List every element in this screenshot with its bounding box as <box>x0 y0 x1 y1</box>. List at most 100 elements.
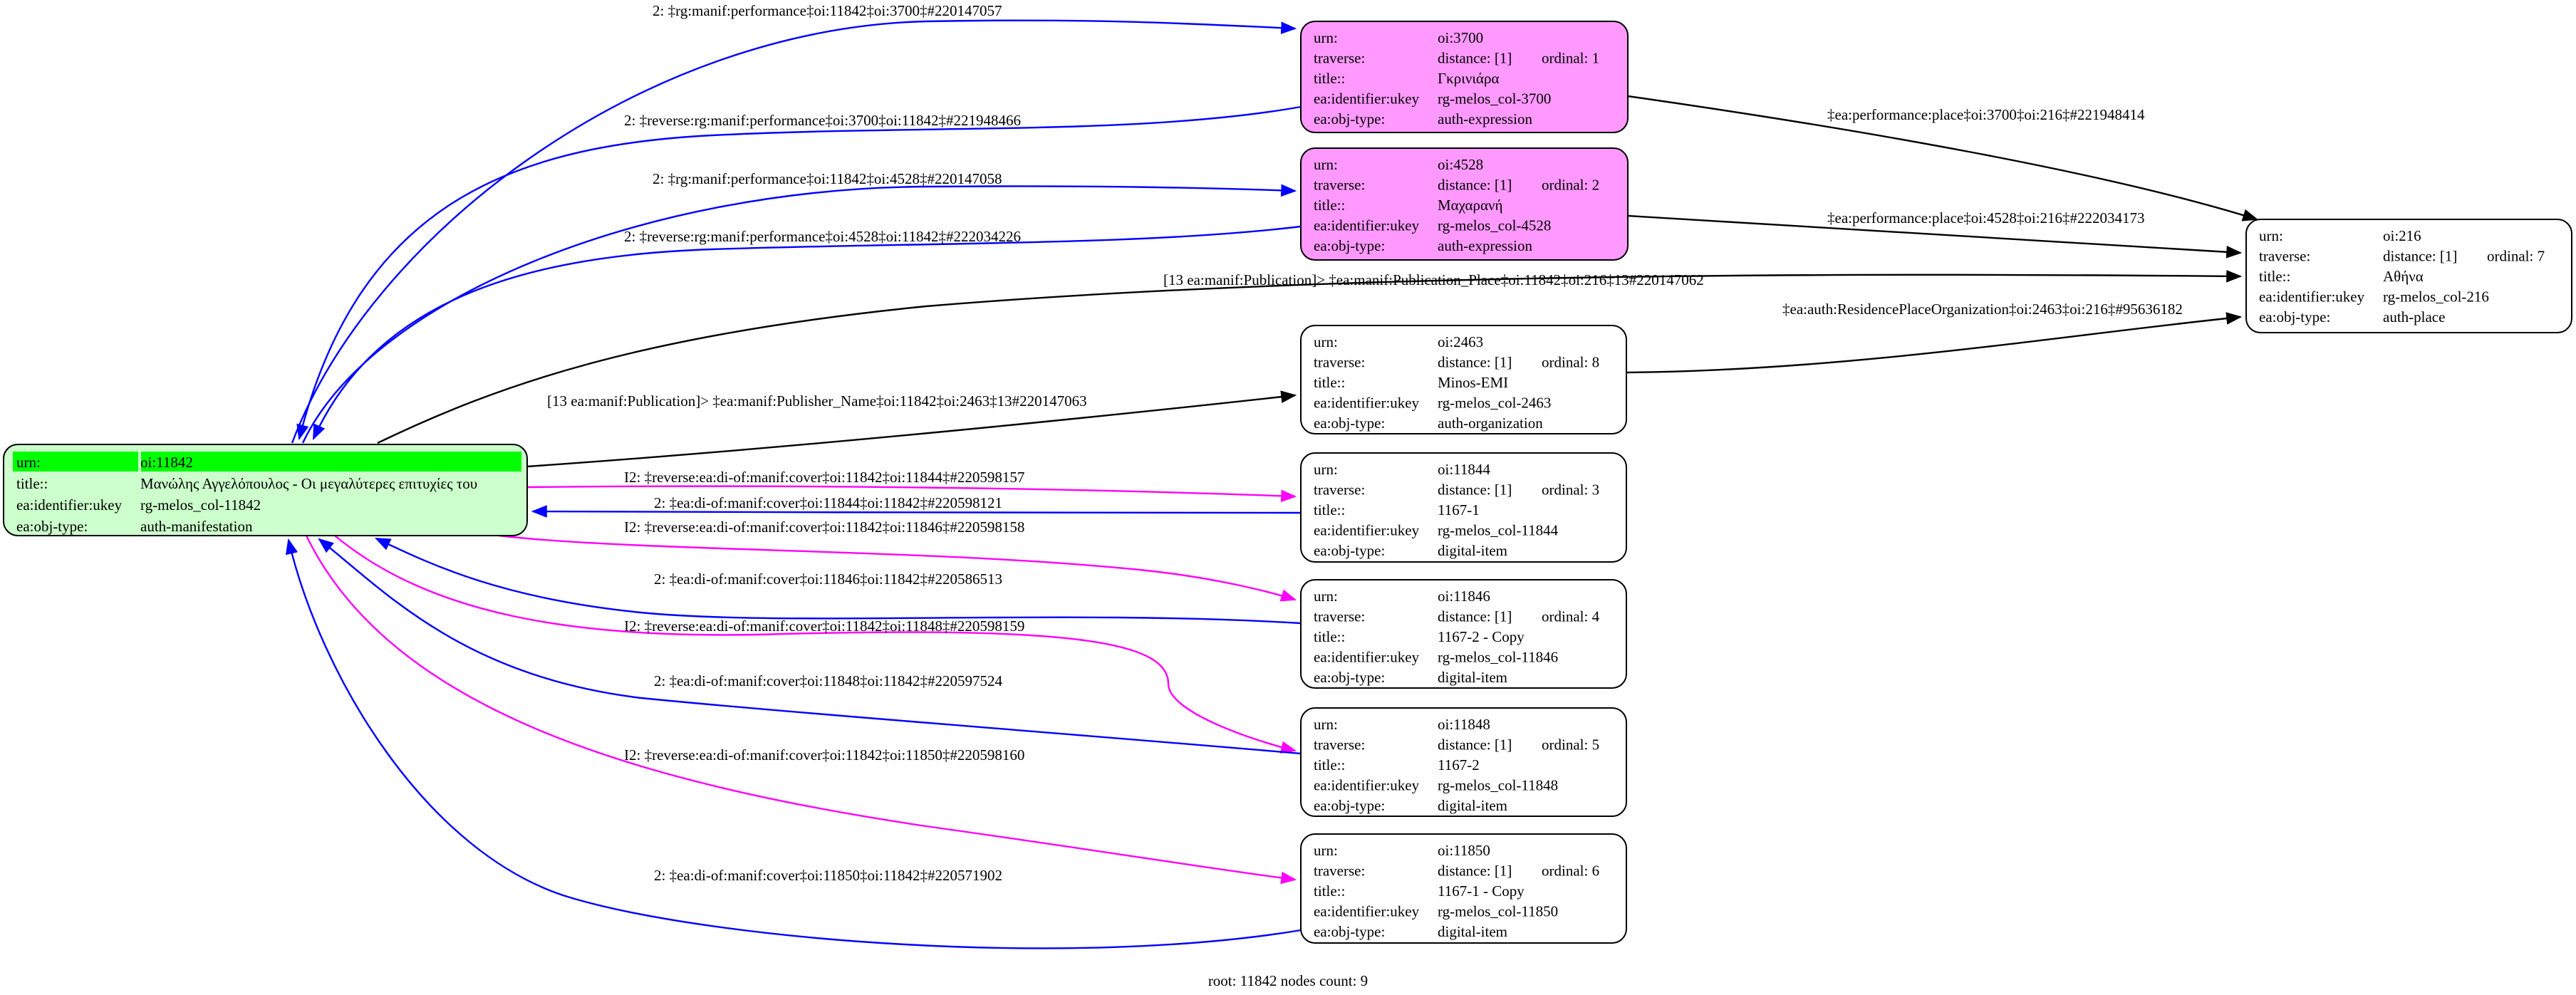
field-value-title: Μαχαρανή <box>1438 197 1503 214</box>
field-value-urn: oi:11842 <box>140 454 193 471</box>
field-label-urn: urn: <box>16 454 41 471</box>
edge-line <box>312 225 1302 441</box>
edge-11842-to-4528[interactable]: 2: ‡rg:manif:performance‡oi:11842‡oi:452… <box>301 170 1297 444</box>
field-label-obj-type: ea:obj-type: <box>1314 110 1385 127</box>
node-box <box>1300 325 1627 434</box>
graph-footer: root: 11842 nodes count: 9 <box>1208 972 1368 989</box>
edge-11842-to-3700[interactable]: 2: ‡rg:manif:performance‡oi:11842‡oi:370… <box>291 2 1297 444</box>
field-label-traverse: traverse: <box>1314 354 1365 371</box>
edge-11842-to-11850[interactable]: I2: ‡reverse:ea:di-of:manif:cover‡oi:118… <box>305 535 1297 885</box>
edge-3700-to-216[interactable]: ‡ea:performance:place‡oi:3700‡oi:216‡#22… <box>1627 95 2259 222</box>
edge-line <box>1626 312 2243 374</box>
edge-2463-to-216[interactable]: ‡ea:auth:ResidencePlaceOrganization‡oi:2… <box>1626 301 2243 374</box>
field-label-urn: urn: <box>1314 156 1338 173</box>
field-value-urn: oi:11850 <box>1438 842 1490 859</box>
field-value-ukey: rg-melos_col-216 <box>2383 288 2489 306</box>
edge-label: 2: ‡rg:manif:performance‡oi:11842‡oi:370… <box>653 2 1002 19</box>
field-value-ukey: rg-melos_col-3700 <box>1438 90 1551 108</box>
edge-11842-to-11848[interactable]: I2: ‡reverse:ea:di-of:manif:cover‡oi:118… <box>334 535 1297 754</box>
field-label-obj-type: ea:obj-type: <box>1314 415 1385 432</box>
field-value-title: 1167-1 - Copy <box>1438 882 1525 900</box>
field-label-ukey: ea:identifier:ukey <box>1314 903 1420 920</box>
edge-line <box>526 485 1297 503</box>
field-value-title: Αθήνα <box>2383 268 2424 285</box>
field-value-obj-type: auth-expression <box>1438 110 1532 127</box>
edge-11842-to-11846[interactable]: I2: ‡reverse:ea:di-of:manif:cover‡oi:118… <box>498 519 1297 602</box>
field-label-traverse: traverse: <box>1314 50 1365 67</box>
edge-label: 2: ‡reverse:rg:manif:performance‡oi:4528… <box>624 228 1021 245</box>
field-label-traverse: traverse: <box>1314 177 1365 194</box>
field-value-obj-type: digital-item <box>1438 669 1507 686</box>
traverse-distance: distance: [1] <box>1438 608 1512 625</box>
traverse-distance: distance: [1] <box>1438 177 1512 194</box>
edge-label: 2: ‡ea:di-of:manif:cover‡oi:11848‡oi:118… <box>654 672 1002 689</box>
edge-11842-to-11844[interactable]: I2: ‡reverse:ea:di-of:manif:cover‡oi:118… <box>526 469 1297 503</box>
field-label-ukey: ea:identifier:ukey <box>1314 522 1420 539</box>
field-value-urn: oi:3700 <box>1438 29 1483 46</box>
field-label-title: title:: <box>16 475 48 492</box>
edge-4528-to-216[interactable]: ‡ea:performance:place‡oi:4528‡oi:216‡#22… <box>1627 209 2243 259</box>
edge-11850-to-11842[interactable]: 2: ‡ea:di-of:manif:cover‡oi:11850‡oi:118… <box>285 538 1302 949</box>
field-value-urn: oi:4528 <box>1438 156 1483 173</box>
edge-11842-to-2463[interactable]: [13 ea:manif:Publication]> ‡ea:manif:Pub… <box>526 390 1297 468</box>
field-value-ukey: rg-melos_col-2463 <box>1438 395 1551 412</box>
edge-label: 2: ‡ea:di-of:manif:cover‡oi:11844‡oi:118… <box>654 494 1002 511</box>
field-label-urn: urn: <box>1314 29 1338 46</box>
edge-11846-to-11842[interactable]: 2: ‡ea:di-of:manif:cover‡oi:11846‡oi:118… <box>375 537 1302 625</box>
field-value-obj-type: digital-item <box>1438 923 1507 940</box>
field-label-title: title:: <box>1314 756 1345 773</box>
edge-label: 2: ‡ea:di-of:manif:cover‡oi:11850‡oi:118… <box>654 867 1002 884</box>
field-value-ukey: rg-melos_col-11846 <box>1438 649 1558 666</box>
urn-label-highlight <box>13 452 138 472</box>
field-value-title: 1167-1 <box>1438 501 1480 519</box>
edge-4528-to-11842[interactable]: 2: ‡reverse:rg:manif:performance‡oi:4528… <box>312 225 1302 441</box>
field-value-title: Μανώλης Αγγελόπουλος - Οι μεγαλύτερες επ… <box>140 475 477 492</box>
traverse-distance: distance: [1] <box>1438 481 1512 499</box>
traverse-ordinal: ordinal: 7 <box>2487 248 2545 265</box>
edge-11844-to-11842[interactable]: 2: ‡ea:di-of:manif:cover‡oi:11844‡oi:118… <box>531 494 1302 518</box>
field-value-urn: oi:11844 <box>1438 461 1490 478</box>
edge-label: [13 ea:manif:Publication]> ‡ea:manif:Pub… <box>547 392 1087 410</box>
edge-line <box>301 184 1297 444</box>
field-label-traverse: traverse: <box>1314 481 1365 499</box>
edge-line <box>1627 95 2259 222</box>
edges-layer: 2: ‡rg:manif:performance‡oi:11842‡oi:370… <box>285 2 2259 949</box>
field-label-obj-type: ea:obj-type: <box>1314 923 1385 940</box>
traverse-distance: distance: [1] <box>2383 248 2457 265</box>
edge-11842-to-216[interactable]: [13 ea:manif:Publication]> ‡ea:manif:Pub… <box>377 270 2243 444</box>
field-value-ukey: rg-melos_col-11850 <box>1438 903 1558 920</box>
field-value-ukey: rg-melos_col-11842 <box>140 496 261 514</box>
edge-line <box>375 537 1302 625</box>
field-label-title: title:: <box>1314 197 1345 214</box>
field-value-urn: oi:11848 <box>1438 716 1490 733</box>
edge-label: ‡ea:performance:place‡oi:4528‡oi:216‡#22… <box>1827 209 2145 226</box>
edge-line <box>498 534 1297 602</box>
field-label-title: title:: <box>2259 268 2290 285</box>
edge-11848-to-11842[interactable]: 2: ‡ea:di-of:manif:cover‡oi:11848‡oi:118… <box>318 538 1302 755</box>
field-label-obj-type: ea:obj-type: <box>16 518 88 535</box>
field-label-ukey: ea:identifier:ukey <box>1314 395 1420 412</box>
edge-line <box>531 505 1302 518</box>
field-label-ukey: ea:identifier:ukey <box>1314 90 1420 108</box>
field-value-obj-type: auth-expression <box>1438 237 1532 254</box>
field-label-obj-type: ea:obj-type: <box>1314 237 1385 254</box>
traverse-ordinal: ordinal: 5 <box>1542 736 1599 754</box>
edge-3700-to-11842[interactable]: 2: ‡reverse:rg:manif:performance‡oi:3700… <box>296 105 1302 441</box>
edge-line <box>305 535 1297 885</box>
field-label-obj-type: ea:obj-type: <box>1314 669 1385 686</box>
field-value-urn: oi:2463 <box>1438 333 1483 350</box>
field-value-obj-type: auth-manifestation <box>140 518 253 535</box>
node-box <box>1300 707 1627 817</box>
field-label-traverse: traverse: <box>1314 608 1365 625</box>
field-value-urn: oi:11846 <box>1438 588 1490 605</box>
